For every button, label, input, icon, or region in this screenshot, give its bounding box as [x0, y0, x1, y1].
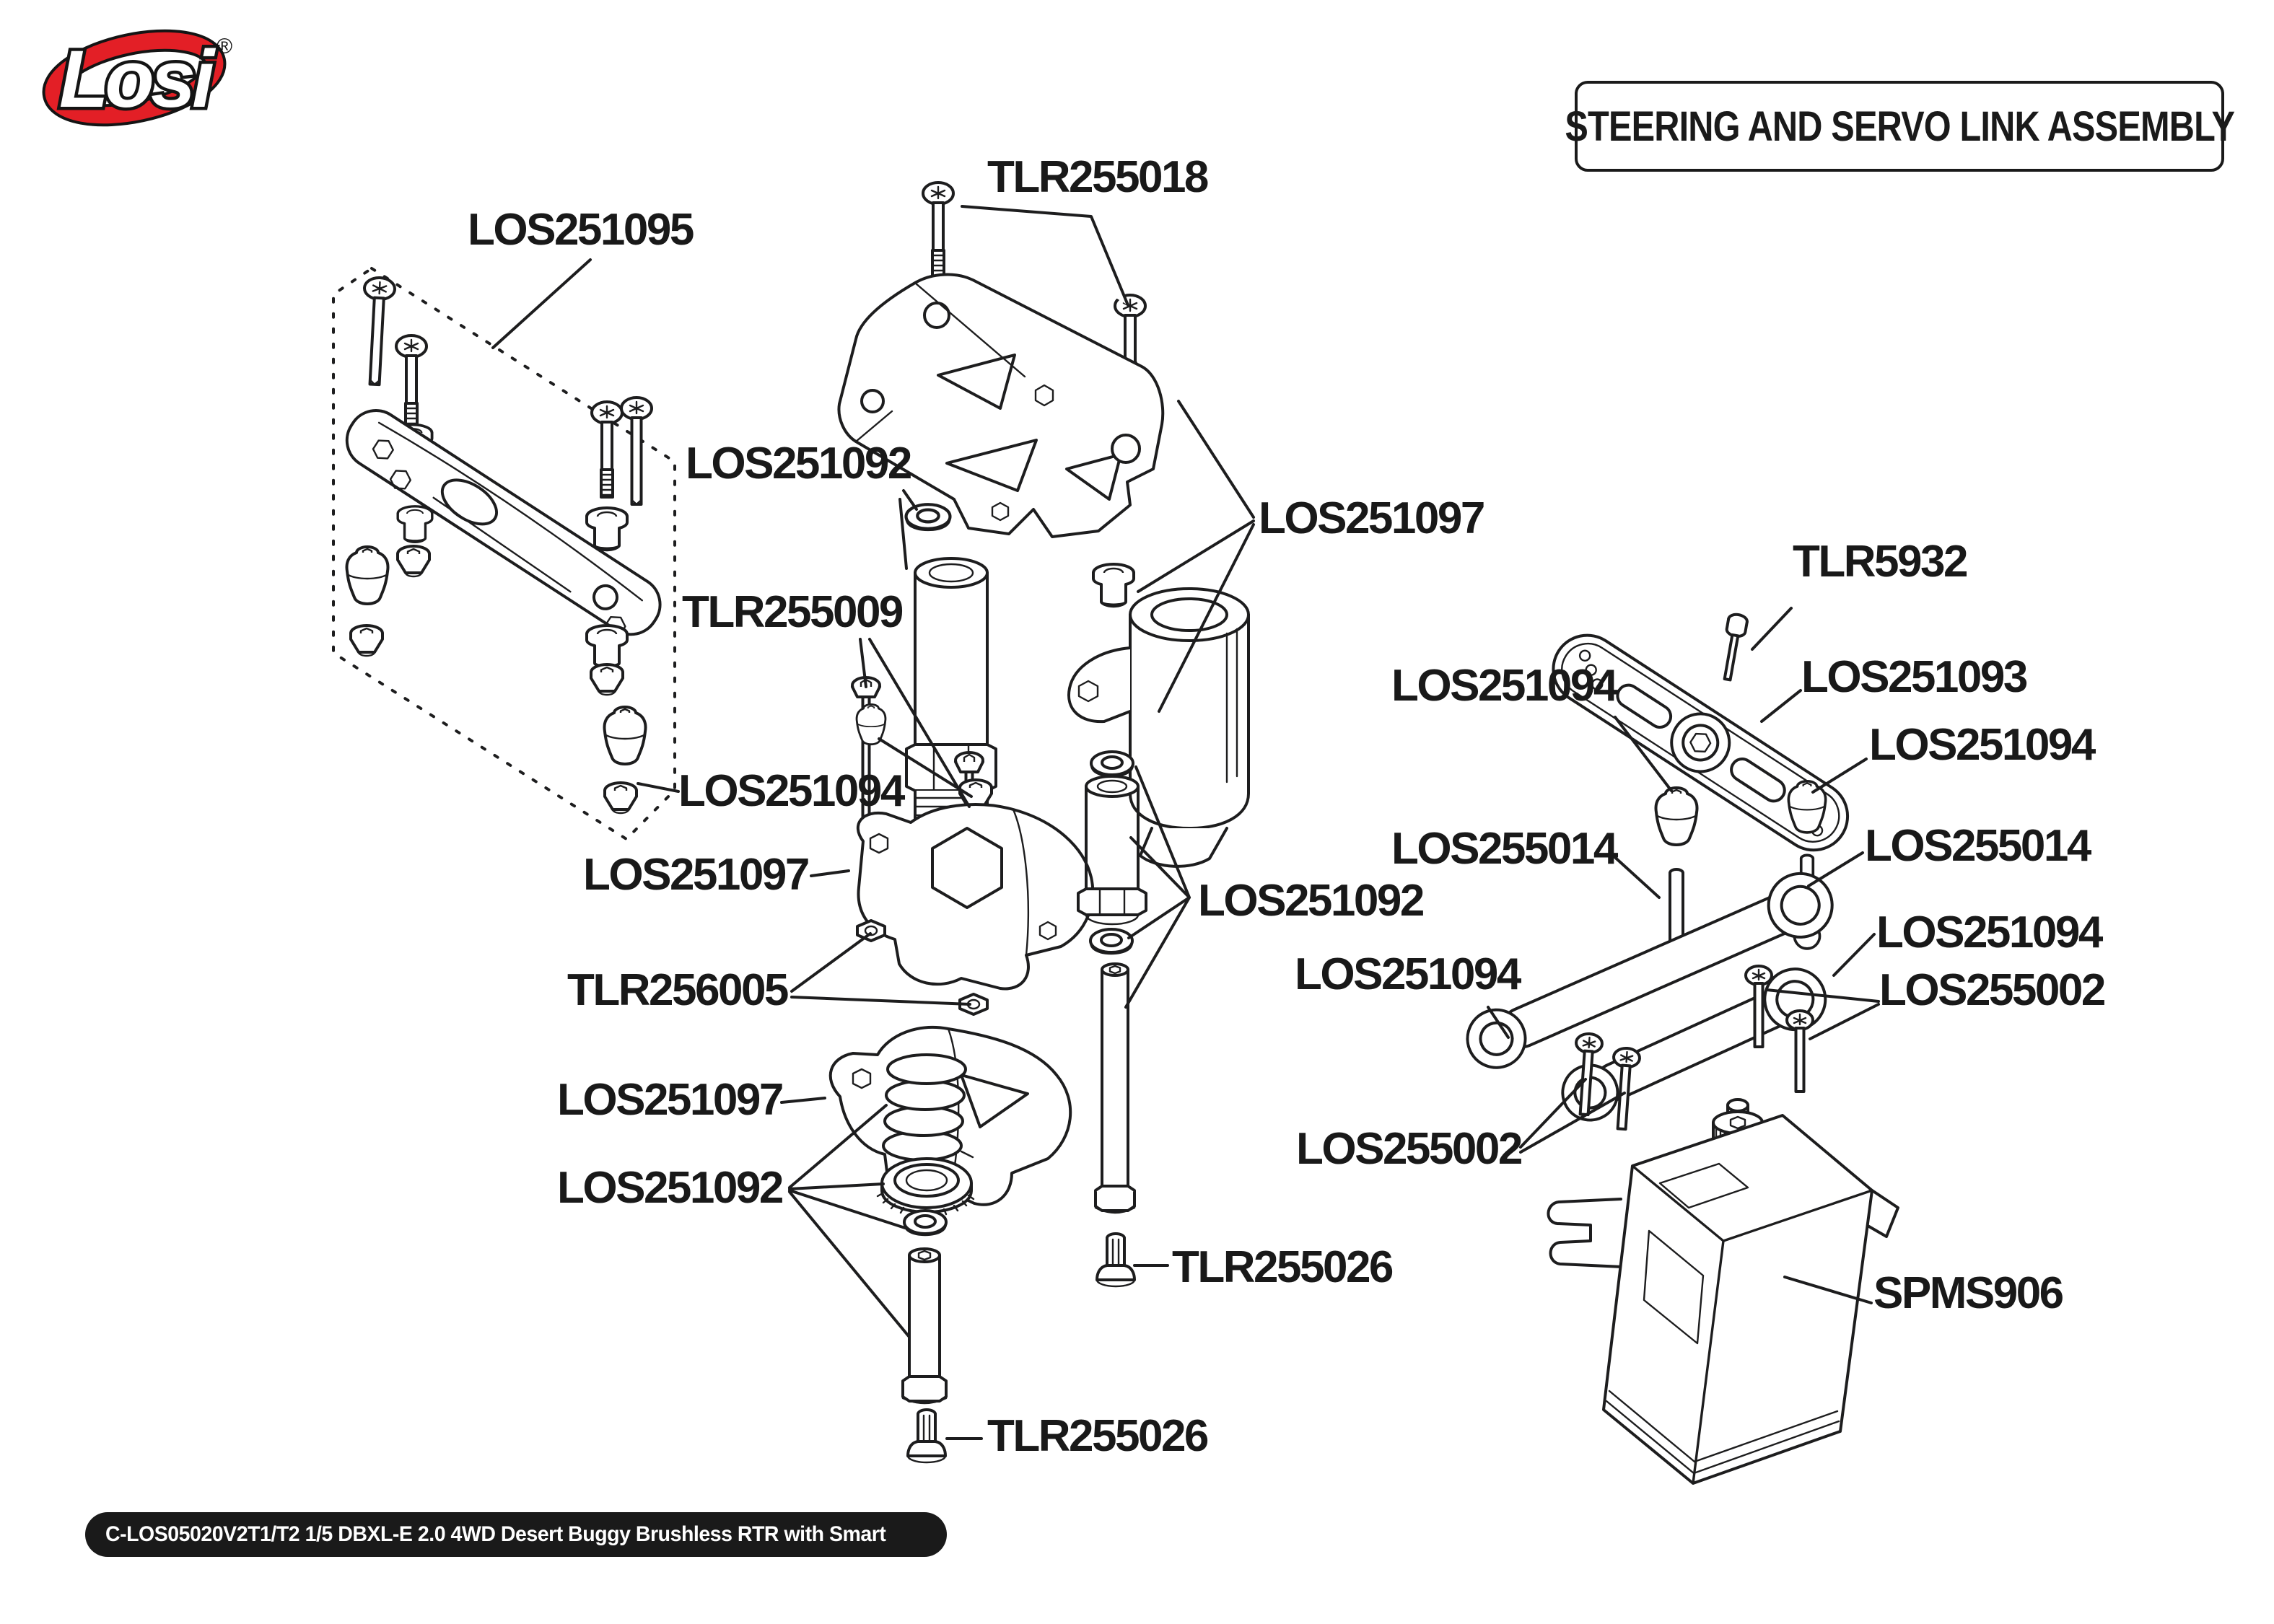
losi-logo-swoosh	[42, 29, 227, 127]
part-servo-horn	[1552, 633, 1850, 852]
part-ball-stud	[1654, 786, 1699, 846]
part-label-tlr255018: TLR255018	[987, 152, 1209, 202]
part-label-tlr256005: TLR256005	[567, 965, 789, 1015]
leader-lines	[491, 205, 1880, 1440]
footer-model-badge: C-LOS05020V2T1/T2 1/5 DBXL-E 2.0 4WD Des…	[85, 1512, 948, 1557]
part-cap-nut	[396, 545, 431, 578]
part-label-los251097-3: LOS251097	[1259, 493, 1485, 543]
part-ball-stud	[345, 545, 390, 605]
part-bushing	[585, 506, 629, 552]
part-screw	[1785, 1009, 1814, 1093]
part-servo-horn-mount	[1067, 587, 1250, 868]
part-label-los251094-4: LOS251094	[1869, 720, 2096, 770]
part-label-los251094-2: LOS251094	[1391, 661, 1618, 711]
part-label-los251094-5: LOS251094	[1876, 908, 2103, 957]
part-steering-brace-bar	[345, 409, 662, 636]
part-label-los251094-1: LOS251094	[678, 766, 905, 816]
part-label-los251097-1: LOS251097	[583, 850, 810, 900]
part-screw	[395, 334, 428, 432]
part-screw	[906, 1408, 947, 1464]
part-steering-bellcrank-upper	[856, 803, 1095, 991]
part-servo-saver-spring	[882, 1053, 974, 1162]
registered-mark: ®	[217, 35, 232, 58]
part-cap-nut	[603, 781, 638, 815]
part-label-los255002-1: LOS255002	[1879, 965, 2106, 1015]
part-steering-top-plate	[837, 273, 1165, 538]
part-label-tlr255009: TLR255009	[682, 587, 904, 637]
part-ball-stud	[603, 706, 647, 765]
part-label-los251094-3: LOS251094	[1295, 949, 1521, 999]
losi-logo: Losi ®	[42, 29, 232, 128]
part-steering-plate-kit	[332, 267, 676, 840]
part-label-tlr5932: TLR5932	[1793, 537, 1968, 587]
part-servo-saver-nut	[876, 1157, 975, 1219]
footer-model-text: C-LOS05020V2T1/T2 1/5 DBXL-E 2.0 4WD Des…	[105, 1522, 886, 1546]
part-steering-kingpin	[901, 1247, 948, 1405]
part-bushing	[585, 624, 629, 670]
part-servo-post	[1077, 775, 1147, 926]
part-servo	[1547, 1098, 1899, 1485]
assembly-title: STEERING AND SERVO LINK ASSEMBLY	[1565, 102, 2235, 150]
part-label-los251092-2: LOS251092	[557, 1163, 784, 1213]
part-cap-nut	[349, 624, 384, 657]
part-label-tlr255026-1: TLR255026	[987, 1411, 1209, 1461]
part-cap-nut	[590, 663, 624, 696]
part-label-los251093: LOS251093	[1801, 652, 2028, 702]
part-label-los251097-2: LOS251097	[557, 1075, 784, 1125]
part-label-los251092-1: LOS251092	[686, 439, 912, 488]
part-label-los251095: LOS251095	[468, 205, 694, 255]
part-spacer	[1090, 750, 1134, 778]
part-screw	[922, 181, 955, 279]
part-bushing	[396, 505, 434, 544]
part-bushing	[1092, 563, 1135, 608]
part-screw	[620, 396, 653, 506]
part-ring-nut	[906, 504, 950, 530]
part-ball-stud	[855, 703, 887, 746]
part-label-los255014-2: LOS255014	[1865, 821, 2091, 871]
part-steering-link-upper	[1466, 872, 1834, 1069]
part-label-spms906: SPMS906	[1873, 1268, 2064, 1318]
part-screw	[359, 277, 395, 385]
part-screw	[1716, 611, 1750, 682]
part-hex-nut	[856, 919, 886, 942]
part-spacer	[1089, 928, 1134, 955]
part-screw	[1096, 1232, 1136, 1288]
part-label-los251092-3: LOS251092	[1198, 876, 1425, 926]
part-label-los255014-1: LOS255014	[1391, 824, 1618, 874]
assembly-title-box: STEERING AND SERVO LINK ASSEMBLY	[1565, 81, 2235, 172]
part-screw	[590, 400, 624, 499]
losi-logo-text: Losi	[59, 34, 217, 124]
part-spacer	[903, 1209, 948, 1237]
part-label-tlr255026-2: TLR255026	[1172, 1242, 1394, 1292]
part-label-los255002-2: LOS255002	[1296, 1124, 1523, 1174]
